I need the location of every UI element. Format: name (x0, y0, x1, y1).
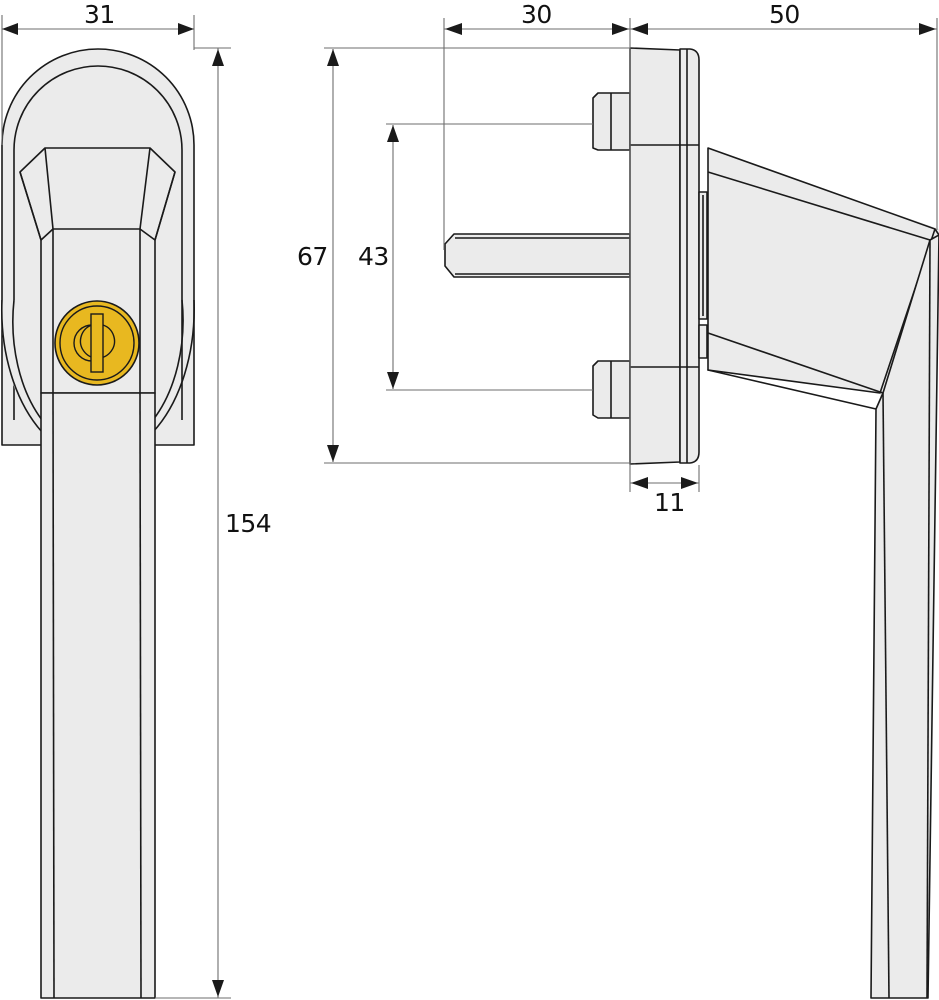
side-view (444, 47, 939, 999)
dimension-front-width: 31 (84, 0, 115, 29)
dimension-rose-height: 67 (297, 242, 328, 271)
dimension-total-height: 154 (225, 509, 272, 538)
rose-inner (13, 65, 183, 420)
lock-cylinder-icon (54, 300, 140, 386)
lever-arm (707, 234, 939, 999)
dimension-projection: 50 (769, 0, 800, 29)
handle-shaft (40, 392, 156, 999)
front-view (0, 48, 195, 999)
front-dimensions (1, 15, 231, 999)
dimension-spindle-length: 30 (521, 0, 552, 29)
side-dimensions (324, 18, 938, 492)
lever-head (707, 147, 936, 394)
spindle (444, 233, 631, 278)
dimension-screw-spacing: 43 (358, 242, 389, 271)
dimension-rose-depth: 11 (654, 488, 685, 517)
rose-side (629, 47, 681, 465)
